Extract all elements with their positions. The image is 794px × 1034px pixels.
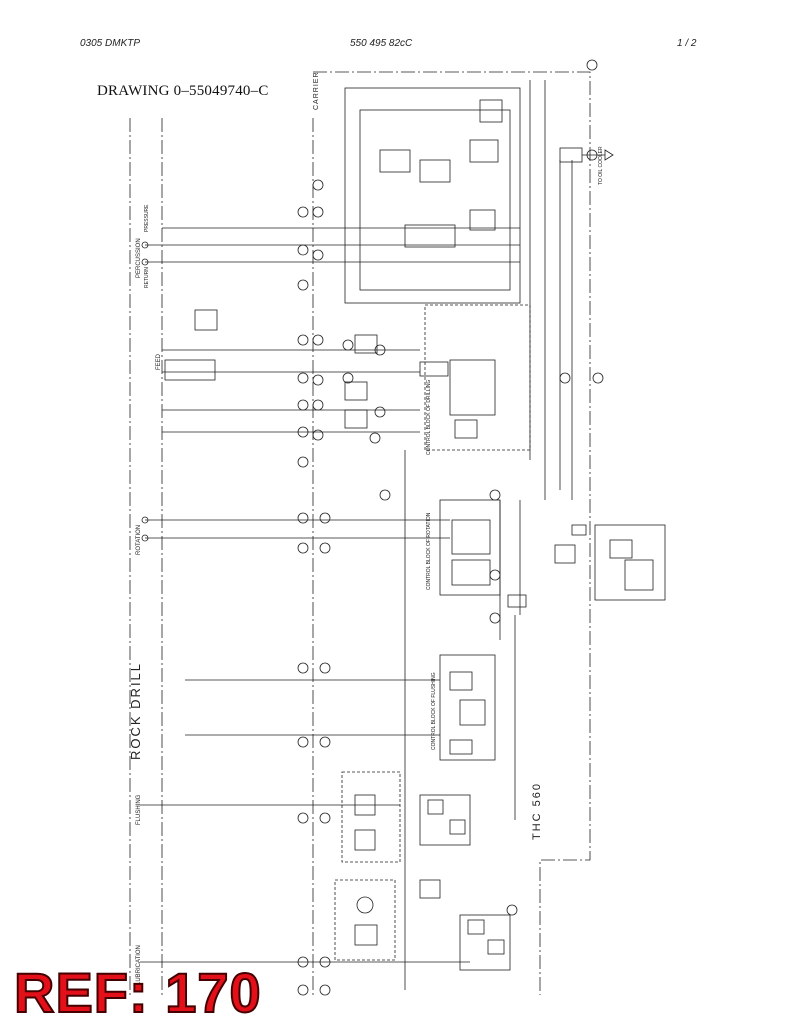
drawing-title: DRAWING 0–55049740–C bbox=[97, 83, 269, 99]
control-block-flushing-label: CONTROL BLOCK OF FLUSHING bbox=[431, 672, 437, 750]
header-document-code: 0305 DMKTP bbox=[80, 38, 141, 49]
carrier-label: CARRIER bbox=[313, 71, 320, 110]
control-block-rotation-label: CONTROL BLOCK OF ROTATION bbox=[426, 512, 432, 590]
control-block-drilling-label: CONTROL BLOCK OF DRILLING bbox=[426, 380, 432, 455]
thc-boundary bbox=[313, 71, 591, 995]
pressure-label: PRESSURE bbox=[144, 204, 150, 232]
ref-label: REF: 170 bbox=[13, 960, 262, 1025]
percussion-label: PERCUSSION bbox=[136, 238, 142, 278]
return-label: RETURN bbox=[144, 267, 150, 288]
feed-label: FEED bbox=[156, 353, 162, 370]
header-page-number: 1 / 2 bbox=[677, 38, 697, 49]
flushing-label: FLUSHING bbox=[136, 794, 142, 825]
rotation-label: ROTATION bbox=[136, 525, 142, 555]
lubrication-label: LUBRICATION bbox=[136, 945, 142, 985]
rock-drill-label: ROCK DRILL bbox=[128, 662, 143, 760]
to-oil-cooler-label: TO OIL COOLER bbox=[598, 146, 604, 185]
header-part-number: 550 495 82cC bbox=[350, 38, 413, 49]
thc-label: THC 560 bbox=[531, 782, 543, 840]
